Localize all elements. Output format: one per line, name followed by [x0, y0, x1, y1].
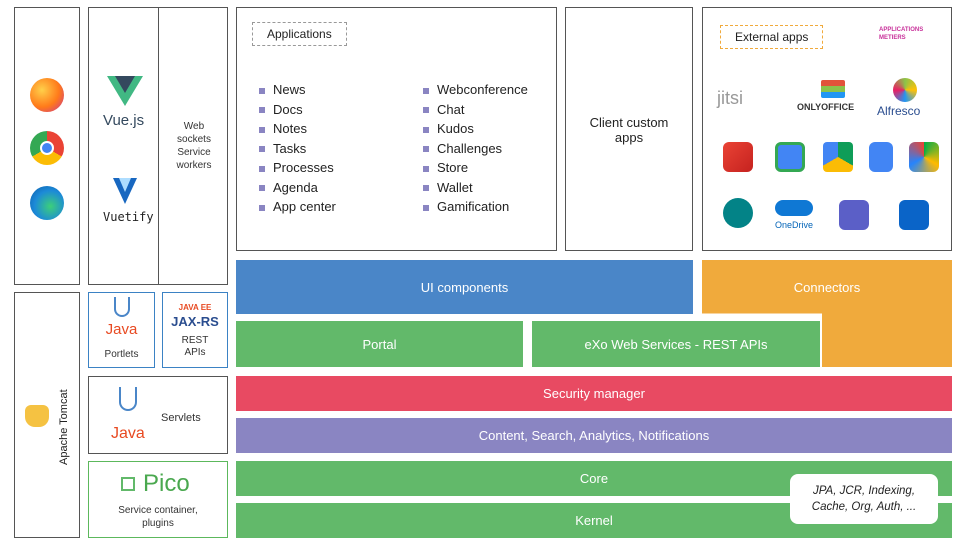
java-label: Java: [105, 321, 138, 338]
list-item: Tasks: [259, 139, 336, 159]
onlyoffice-logo: ONLYOFFICE: [797, 80, 867, 112]
google-calendar-icon: [775, 142, 805, 172]
javaee-label: JAVA EE: [178, 303, 212, 312]
jaxrs-panel: JAVA EE JAX-RS REST APIs: [162, 292, 228, 368]
list-item: Wallet: [423, 178, 528, 198]
vue-label: Vue.js: [103, 112, 145, 129]
outlook-icon: [899, 200, 929, 230]
list-item: Gamification: [423, 197, 528, 217]
list-item: App center: [259, 197, 336, 217]
connectors-layer: Connectors: [793, 279, 861, 295]
list-item: Challenges: [423, 139, 528, 159]
jitsi-logo: jitsi: [717, 88, 743, 108]
alfresco-label: Alfresco: [877, 104, 921, 118]
apps-metiers-logo: APPLICATIONS METIERS: [879, 27, 924, 41]
applications-tag: Applications: [252, 22, 347, 46]
list-item: Notes: [259, 119, 336, 139]
onedrive-logo: OneDrive: [775, 200, 813, 230]
gmail-icon: [723, 142, 753, 172]
pico-panel: Pico Service container, plugins: [88, 461, 228, 538]
java-icon-servlets: [119, 387, 137, 411]
list-item: News: [259, 80, 336, 100]
vuetify-label: Vuetify: [103, 210, 154, 224]
core-note: JPA, JCR, Indexing, Cache, Org, Auth, ..…: [790, 474, 938, 524]
web-workers-label: Web sockets Service workers: [176, 121, 212, 171]
rest-apis-label: REST APIs: [181, 335, 209, 358]
servlets-label: Servlets: [161, 412, 201, 424]
portal-layer: Portal: [236, 321, 523, 367]
list-item: Processes: [259, 158, 336, 178]
frameworks-panel: Vue.js Vuetify Web sockets Service worke…: [88, 7, 228, 285]
sharepoint-icon: [723, 198, 753, 228]
list-item: Agenda: [259, 178, 336, 198]
client-custom-panel: Client custom apps: [565, 7, 693, 251]
list-item: Kudos: [423, 119, 528, 139]
browsers-panel: [14, 7, 80, 285]
list-item: Docs: [259, 100, 336, 120]
portlets-panel: Java Portlets: [88, 292, 155, 368]
vue-logo: [107, 76, 143, 106]
list-item: Webconference: [423, 80, 528, 100]
content-layer: Content, Search, Analytics, Notification…: [236, 418, 952, 453]
onedrive-label: OneDrive: [775, 220, 814, 230]
onlyoffice-label: ONLYOFFICE: [797, 102, 855, 112]
google-docs-icon: [869, 142, 893, 172]
java-icon: [114, 297, 130, 317]
divider: [158, 8, 159, 284]
teams-icon: [839, 200, 869, 230]
pico-sub-label: Service container, plugins: [118, 505, 198, 529]
vuetify-logo: [113, 178, 137, 204]
tomcat-label: Apache Tomcat: [58, 389, 70, 465]
tomcat-panel: Apache Tomcat: [14, 292, 80, 538]
java-label-servlets: Java: [111, 425, 145, 442]
security-manager-layer: Security manager: [236, 376, 952, 411]
google-drive-icon: [823, 142, 853, 172]
alfresco-icon: [893, 78, 917, 102]
ui-components-layer: UI components: [236, 260, 693, 314]
list-item: Chat: [423, 100, 528, 120]
pico-label: Pico: [143, 470, 190, 497]
google-meet-icon: [909, 142, 939, 172]
external-apps-tag: External apps: [720, 25, 824, 49]
chrome-icon: [30, 131, 64, 165]
servlets-panel: Java Servlets: [88, 376, 228, 454]
pico-icon: [121, 477, 135, 491]
portlets-label: Portlets: [104, 349, 139, 360]
firefox-icon: [30, 78, 64, 112]
list-item: Store: [423, 158, 528, 178]
jaxrs-label: JAX-RS: [171, 314, 219, 329]
rest-apis-layer: eXo Web Services - REST APIs: [532, 321, 820, 367]
alfresco-logo: Alfresco: [877, 78, 937, 118]
external-apps-panel: External apps APPLICATIONS METIERS jitsi…: [702, 7, 952, 251]
client-custom-label: Client custom apps: [589, 115, 669, 145]
edge-icon: [30, 186, 64, 220]
tomcat-icon: [25, 405, 49, 427]
